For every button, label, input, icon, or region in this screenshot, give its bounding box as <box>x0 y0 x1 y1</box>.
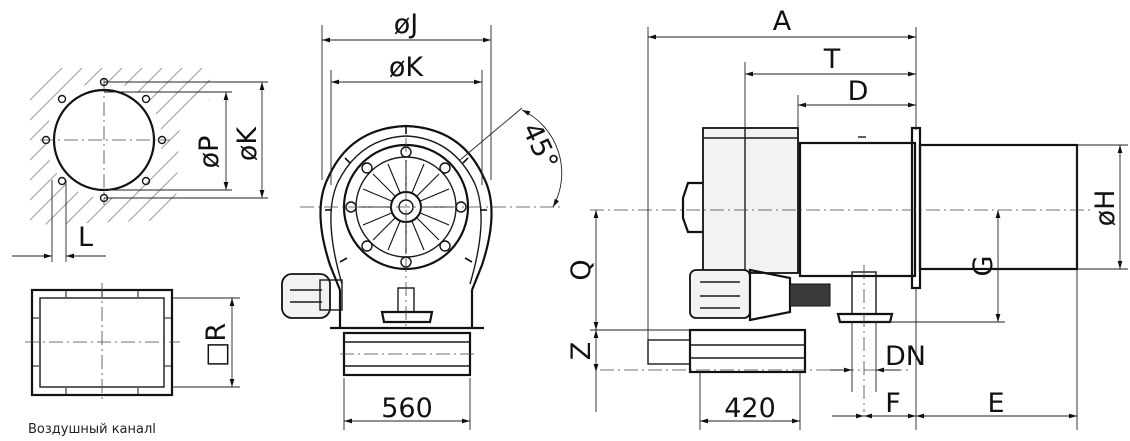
side-motor <box>689 269 751 319</box>
dim-label-a: A <box>773 6 792 37</box>
motor <box>281 273 331 319</box>
dim-label-l: L <box>78 222 93 253</box>
dim-label-r: □R <box>201 323 232 367</box>
dim-label-d: D <box>848 76 869 107</box>
side-base <box>688 328 807 374</box>
bolt-holes <box>41 77 167 203</box>
dim-label-angle: 45° <box>516 118 564 174</box>
dim-label-k-front: øK <box>389 52 425 83</box>
side-view: A T D øH G Q Z DN 420 <box>566 6 1128 430</box>
dim-label-g: G <box>968 256 999 277</box>
dim-label-t: T <box>823 44 841 75</box>
dim-label-f: F <box>885 388 901 419</box>
dim-label-z: Z <box>566 342 597 361</box>
dim-label-dn: DN <box>885 341 926 372</box>
dim-label-e: E <box>987 388 1004 419</box>
fan-bolts <box>345 146 467 268</box>
burner-body <box>702 127 799 274</box>
dim-label-560: 560 <box>381 393 433 424</box>
duct-caption: Воздушный каналl <box>28 422 156 437</box>
gas-valve <box>789 283 831 307</box>
flange-view: øP øK L <box>12 68 268 262</box>
air-duct-view: □R Воздушный каналl <box>25 283 240 437</box>
dim-label-j: øJ <box>394 9 418 40</box>
dim-label-q: Q <box>566 259 597 280</box>
blast-tube <box>798 141 917 278</box>
dim-label-420: 420 <box>724 393 776 424</box>
dim-label-p: øP <box>194 136 225 169</box>
combustion-head <box>918 143 1079 271</box>
dim-label-k-flange: øK <box>232 126 263 162</box>
dim-label-h: øH <box>1090 190 1121 227</box>
front-view: øJ øK 45° 560 <box>281 9 564 430</box>
